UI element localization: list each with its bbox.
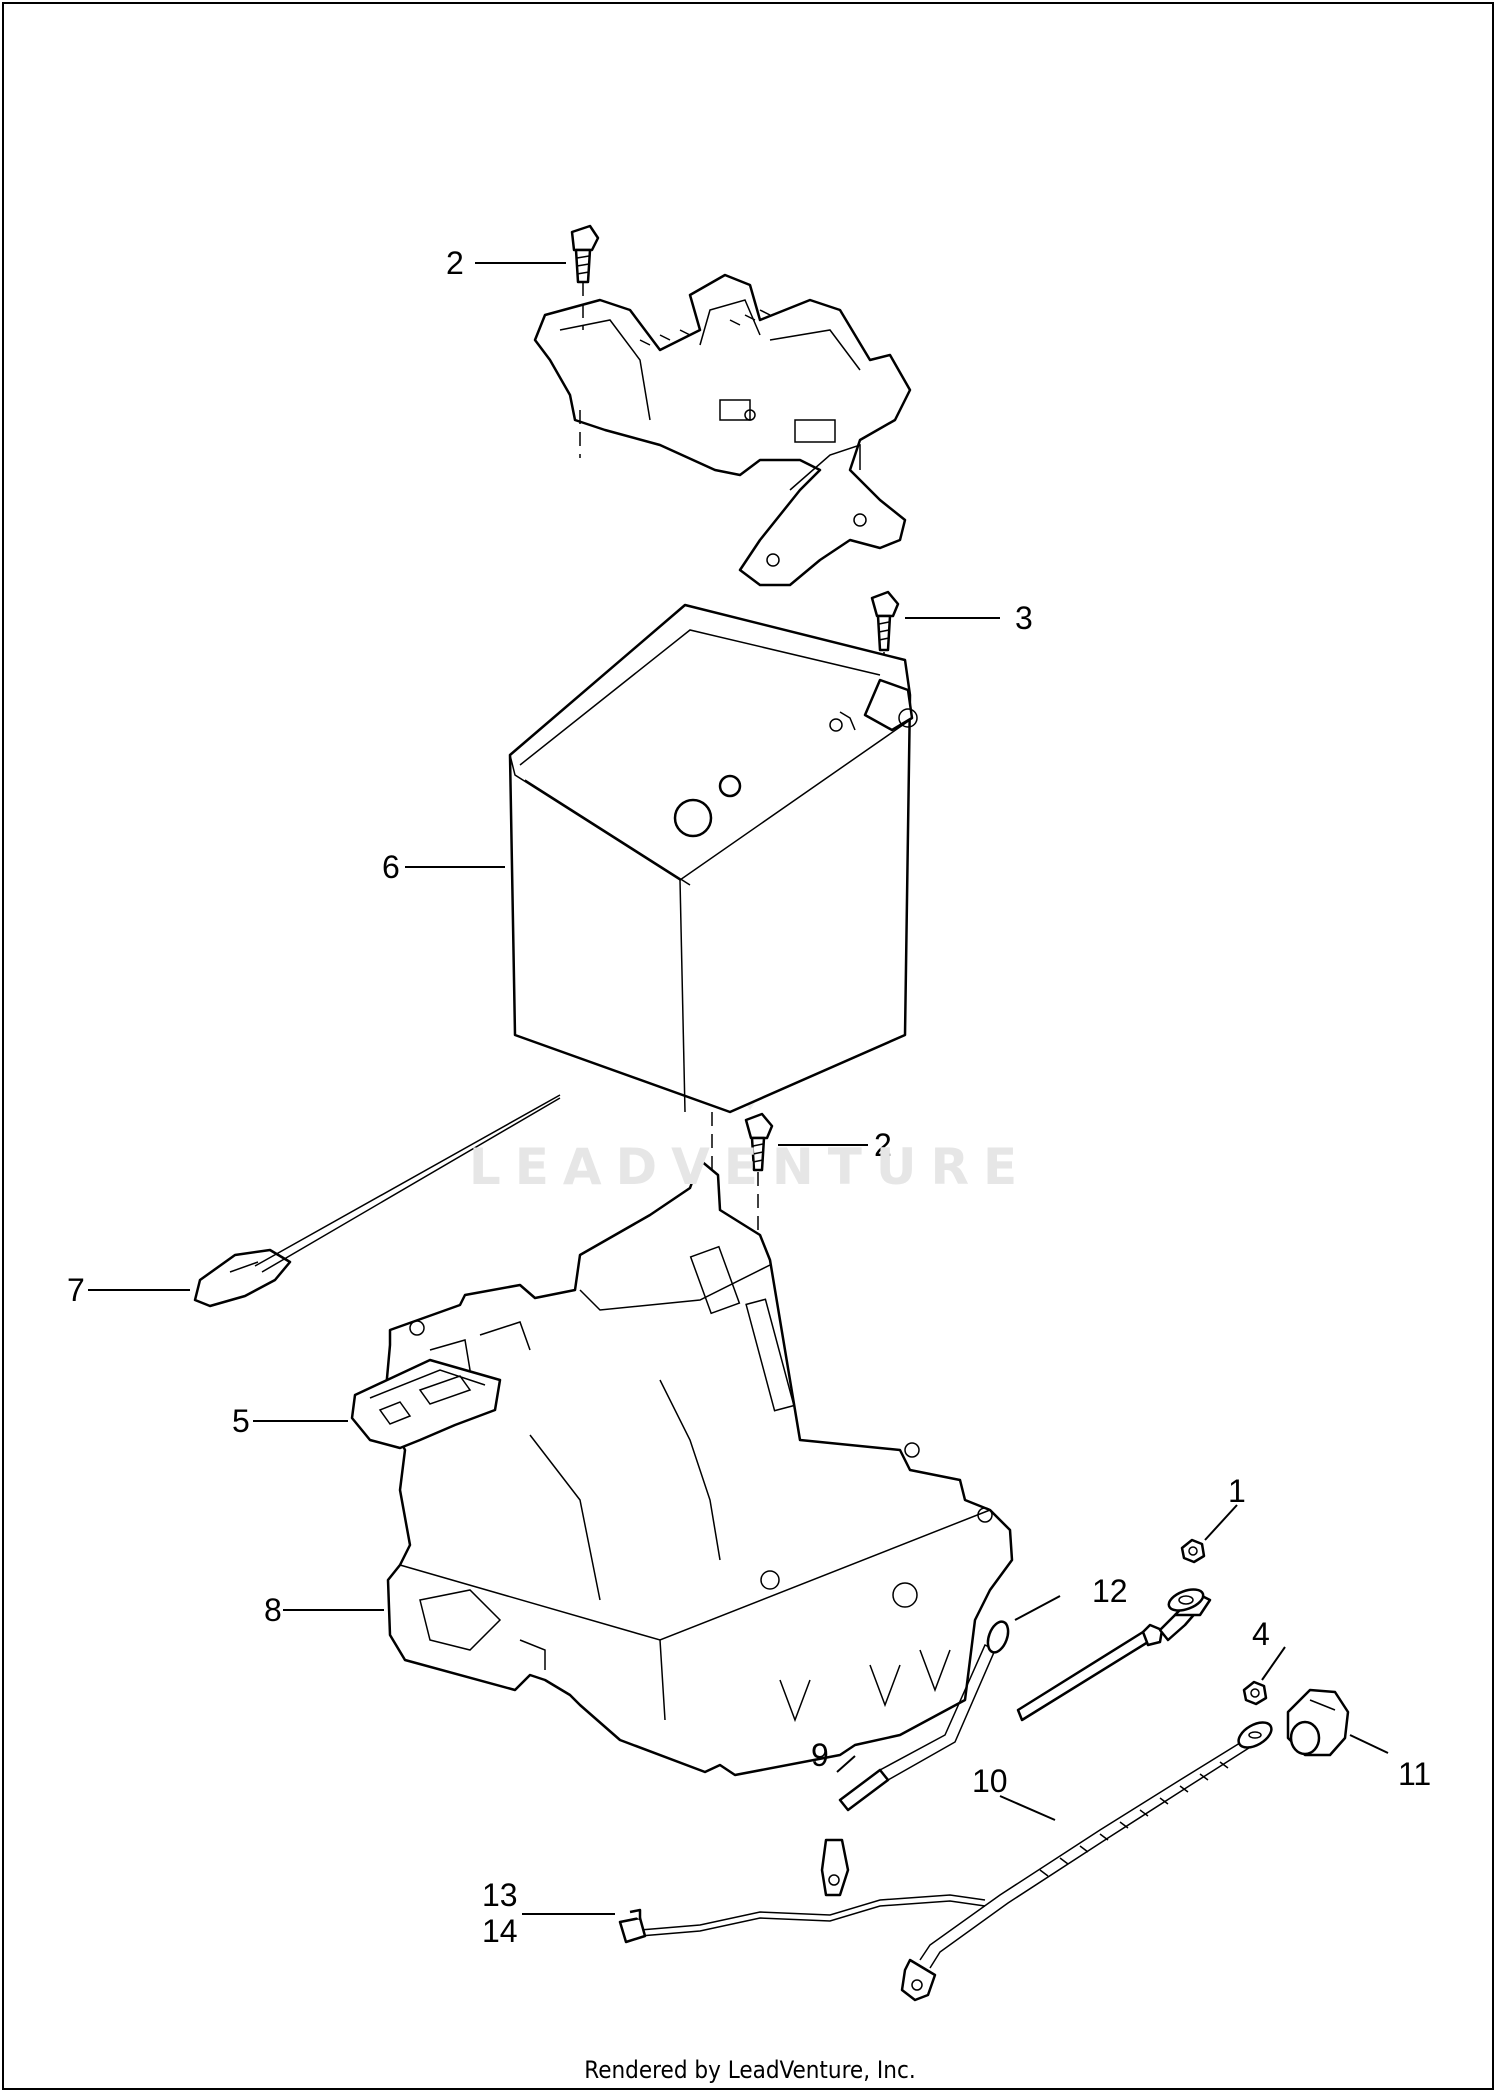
callout-10: 10: [972, 1763, 1008, 1799]
ground-cable: [900, 1721, 1273, 2002]
callout-13: 13: [482, 1877, 518, 1913]
callout-6: 6: [382, 849, 400, 885]
callout-4: 4: [1252, 1616, 1270, 1652]
callout-7: 7: [67, 1272, 85, 1308]
positive-cable: [1016, 1588, 1212, 1722]
leader-lines: [88, 262, 1389, 1915]
battery: [508, 603, 918, 1114]
negative-cable: [820, 1620, 1010, 1897]
screw-top: [570, 224, 600, 458]
callout-5: 5: [232, 1403, 250, 1439]
footer-credit: Rendered by LeadVenture, Inc.: [584, 2056, 916, 2084]
callout-1: 1: [1228, 1473, 1246, 1509]
terminal-boot: [1286, 1688, 1350, 1757]
nut-negative: [1242, 1680, 1268, 1706]
callout-9: 9: [811, 1737, 829, 1773]
callout-14: 14: [482, 1913, 518, 1949]
callout-3: 3: [1015, 600, 1033, 636]
sensor-harness: [618, 1894, 986, 1944]
callout-11: 11: [1398, 1756, 1431, 1792]
battery-top-bracket: [533, 273, 912, 587]
callout-12: 12: [1092, 1573, 1128, 1609]
connector-housing: [350, 1358, 502, 1450]
callout-2-top: 2: [446, 245, 464, 281]
callout-2-middle: 2: [874, 1127, 892, 1163]
battery-strap: [193, 1094, 561, 1308]
nut-positive: [1180, 1538, 1206, 1564]
callout-labels: 1 2 2 3 4 5 6 7 8 9 10 11 12 13 14: [67, 245, 1431, 1949]
callout-8: 8: [264, 1592, 282, 1628]
battery-tray: [383, 1158, 1014, 1777]
